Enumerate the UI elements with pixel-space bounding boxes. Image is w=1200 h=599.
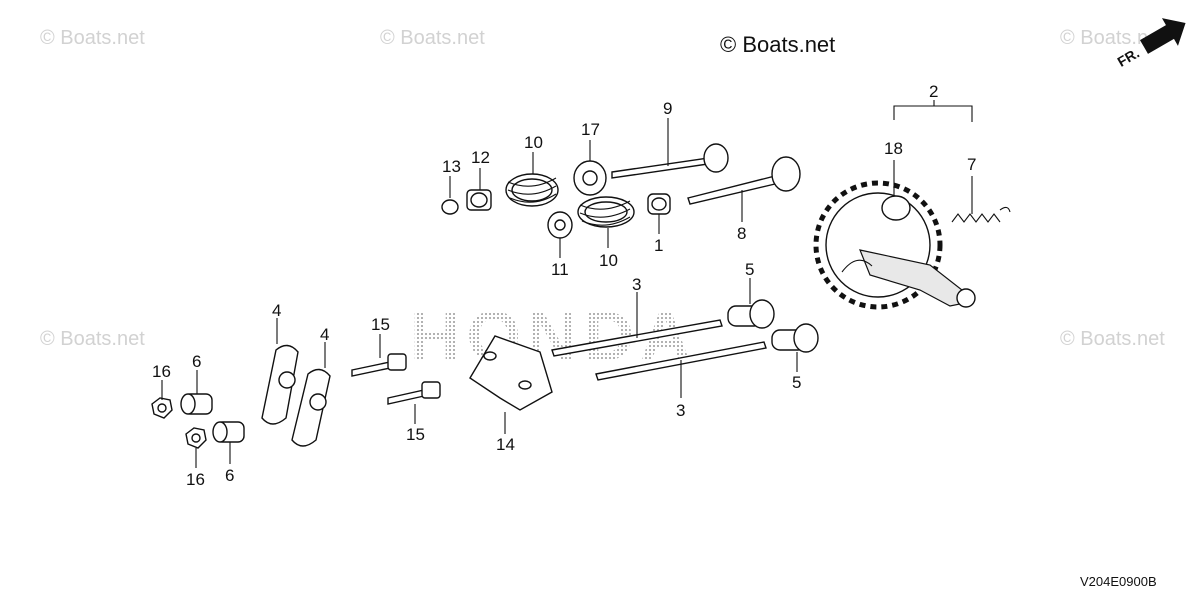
callout-4-right: 4: [320, 325, 329, 344]
callout-4-left: 4: [272, 301, 281, 320]
callout-3-upper: 3: [632, 275, 641, 294]
callout-5-upper: 5: [745, 260, 754, 279]
callout-6-lower: 6: [225, 466, 234, 485]
diagram-code: V204E0900B: [1080, 574, 1157, 589]
part-15-rocker-pivot-bolt-lower: [387, 381, 441, 405]
part-11-spring-retainer: [547, 211, 573, 239]
part-10-valve-spring-upper: [505, 173, 559, 207]
watermark-top-left: © Boats.net: [40, 27, 145, 49]
callout-5-lower: 5: [792, 373, 801, 392]
callout-18: 18: [884, 139, 903, 158]
part-18-camshaft-gear: [813, 180, 976, 310]
watermark-top-center: © Boats.net: [380, 27, 485, 49]
callout-12: 12: [471, 148, 490, 167]
callout-8: 8: [737, 224, 746, 243]
callout-10-lower: 10: [599, 251, 618, 270]
part-4-rocker-arm-right: [291, 368, 331, 447]
part-7-decomp-spring: [951, 206, 1011, 223]
copyright-text: © Boats.net: [720, 32, 835, 57]
part-6-rocker-pivot-lower: [212, 421, 245, 443]
callout-1: 1: [654, 236, 663, 255]
callout-9: 9: [663, 99, 672, 118]
callout-2: 2: [929, 82, 938, 101]
part-12-stem-seal: [466, 189, 492, 211]
callout-16-upper: 16: [152, 362, 171, 381]
callout-10-upper: 10: [524, 133, 543, 152]
watermark-mid-right: © Boats.net: [1060, 328, 1165, 350]
callout-15-lower: 15: [406, 425, 425, 444]
part-16-nut-lower: [185, 427, 207, 449]
callout-6-upper: 6: [192, 352, 201, 371]
part-15-rocker-pivot-bolt-upper: [351, 353, 407, 377]
part-4-rocker-arm-left: [261, 344, 299, 425]
part-9-exhaust-valve: [611, 143, 729, 179]
callout-14: 14: [496, 435, 515, 454]
part-6-rocker-pivot-upper: [180, 393, 213, 415]
part-5-tappet-upper: [727, 299, 775, 329]
part-1-valve-stem-seal: [647, 193, 671, 215]
callout-7: 7: [967, 155, 976, 174]
callout-11: 11: [551, 260, 569, 279]
part-8-intake-valve: [687, 156, 801, 205]
part-10-valve-spring-lower: [577, 196, 635, 228]
watermark-mid-left: © Boats.net: [40, 328, 145, 350]
part-17-spring-retainer: [573, 160, 607, 196]
leader-lines: [161, 100, 973, 468]
part-13-valve-cotter: [441, 199, 459, 215]
part-5-tappet-lower: [771, 323, 819, 353]
watermark-top-right: © Boats.net: [1060, 27, 1165, 49]
callout-13: 13: [442, 157, 461, 176]
callout-17: 17: [581, 120, 600, 139]
part-16-nut-upper: [151, 397, 173, 419]
callout-15-upper: 15: [371, 315, 390, 334]
part-14-push-rod-guide-plate: [469, 335, 553, 411]
callout-16-lower: 16: [186, 470, 205, 489]
callout-3-lower: 3: [676, 401, 685, 420]
